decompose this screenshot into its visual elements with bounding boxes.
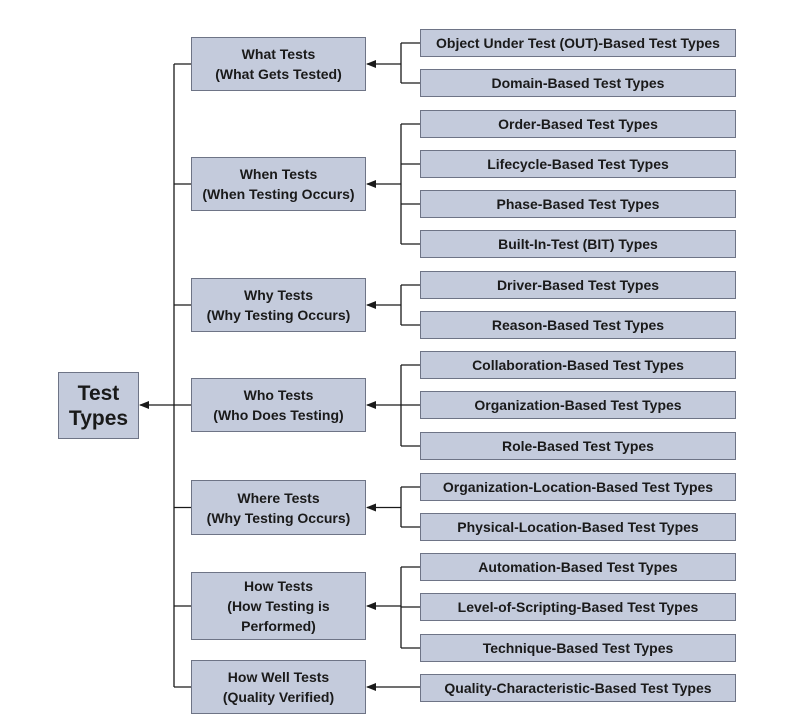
category-label: How Tests (How Testing is Performed) [227,578,330,634]
category-label: When Tests (When Testing Occurs) [202,166,355,202]
test-type-label: Organization-Based Test Types [474,397,682,413]
category-label: Where Tests (Why Testing Occurs) [206,489,351,526]
test-type-label: Domain-Based Test Types [491,75,665,91]
test-type-label: Phase-Based Test Types [496,196,660,212]
test-type-box: Physical-Location-Based Test Types [420,513,736,541]
test-type-box: Technique-Based Test Types [420,634,736,662]
test-type-label: Driver-Based Test Types [496,277,660,293]
root-label: Test Types [68,381,129,430]
test-type-box: Role-Based Test Types [420,432,736,460]
category-box-howwell: How Well Tests (Quality Verified) [191,660,366,714]
test-type-box: Reason-Based Test Types [420,311,736,339]
category-label: What Tests (What Gets Tested) [215,46,342,82]
test-type-box: Order-Based Test Types [420,110,736,138]
test-type-label: Collaboration-Based Test Types [472,357,684,373]
test-type-label: Automation-Based Test Types [478,559,678,575]
test-type-label: Lifecycle-Based Test Types [487,156,669,172]
category-box-who: Who Tests (Who Does Testing) [191,378,366,432]
category-box-why: Why Tests (Why Testing Occurs) [191,278,366,332]
test-type-label: Organization-Location-Based Test Types [442,479,714,495]
test-type-label: Level-of-Scripting-Based Test Types [457,599,699,615]
test-type-box: Driver-Based Test Types [420,271,736,299]
category-label: How Well Tests (Quality Verified) [222,669,335,705]
test-type-label: Object Under Test (OUT)-Based Test Types [436,35,720,51]
category-label: Why Tests (Why Testing Occurs) [206,287,351,323]
category-box-when: When Tests (When Testing Occurs) [191,157,366,211]
category-label: Who Tests (Who Does Testing) [213,387,344,423]
test-type-box: Domain-Based Test Types [420,69,736,97]
test-type-label: Quality-Characteristic-Based Test Types [444,680,712,696]
category-box-what: What Tests (What Gets Tested) [191,37,366,91]
test-type-label: Technique-Based Test Types [482,640,674,656]
test-type-box: Built-In-Test (BIT) Types [420,230,736,258]
test-type-box: Phase-Based Test Types [420,190,736,218]
test-type-label: Role-Based Test Types [502,438,654,454]
test-type-box: Collaboration-Based Test Types [420,351,736,379]
test-type-label: Order-Based Test Types [498,116,658,132]
test-type-box: Organization-Location-Based Test Types [420,473,736,501]
test-type-box: Automation-Based Test Types [420,553,736,581]
category-box-how: How Tests (How Testing is Performed) [191,572,366,640]
test-type-label: Reason-Based Test Types [491,317,665,333]
test-type-label: Built-In-Test (BIT) Types [498,236,658,252]
test-type-box: Lifecycle-Based Test Types [420,150,736,178]
category-box-where: Where Tests (Why Testing Occurs) [191,480,366,535]
test-type-label: Physical-Location-Based Test Types [457,519,699,535]
test-type-box: Organization-Based Test Types [420,391,736,419]
root-box-test-types: Test Types [58,372,139,439]
test-type-box: Quality-Characteristic-Based Test Types [420,674,736,702]
test-type-box: Level-of-Scripting-Based Test Types [420,593,736,621]
test-type-box: Object Under Test (OUT)-Based Test Types [420,29,736,57]
